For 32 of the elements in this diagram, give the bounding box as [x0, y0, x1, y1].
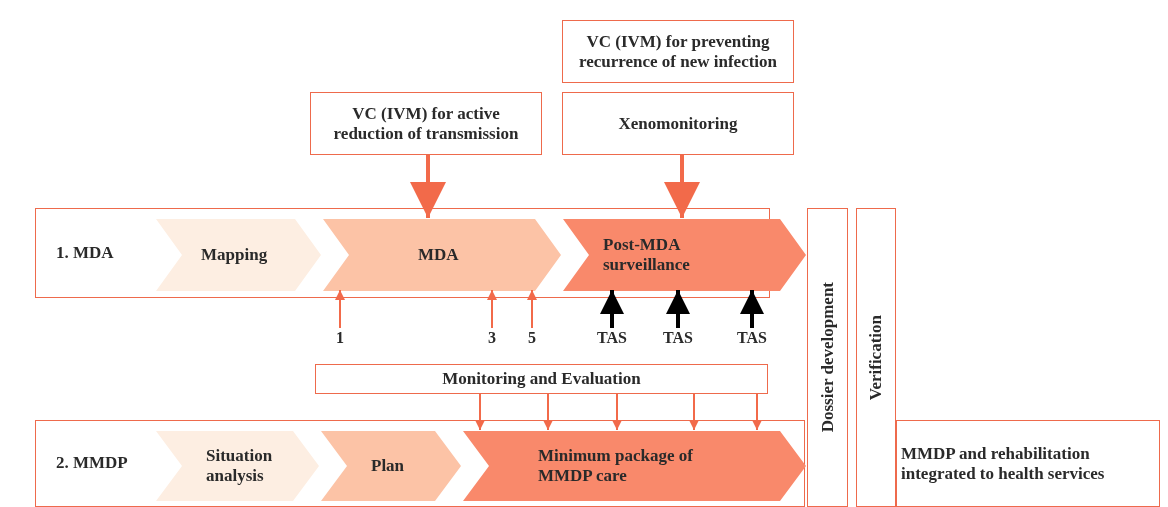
phase-band: 2. MMDP Situation analysis Plan Minimum package of MMDP care: [35, 420, 805, 507]
phase-step: Post-MDA surveillance: [563, 219, 806, 291]
outcome-box: MMDP and rehabilitation integrated to health services: [896, 420, 1160, 507]
phase-step: Minimum package of MMDP care: [463, 431, 806, 501]
phase-step: Situation analysis: [156, 431, 319, 501]
arrow: [527, 289, 537, 329]
phase-step: Plan: [321, 431, 461, 501]
timepoint-label: 3: [482, 328, 502, 348]
timepoint-label: TAS: [658, 328, 698, 348]
arrow: [752, 393, 762, 431]
activity-box: Dossier development: [807, 208, 848, 507]
arrow: [543, 393, 553, 431]
activity-box: Monitoring and Evaluation: [315, 364, 768, 394]
activity-box: Xenomonitoring: [562, 92, 794, 155]
phase-step: MDA: [323, 219, 561, 291]
activity-box: VC (IVM) for preventing recurrence of new infection: [562, 20, 794, 83]
activity-box: VC (IVM) for active reduction of transmission: [310, 92, 542, 155]
arrow: [612, 393, 622, 431]
timepoint-label: 1: [330, 328, 350, 348]
arrow: [689, 393, 699, 431]
arrow: [666, 290, 690, 328]
arrow: [664, 155, 700, 218]
phase-step: Mapping: [156, 219, 321, 291]
arrow: [487, 289, 497, 329]
timepoint-label: TAS: [732, 328, 772, 348]
activity-box: Verification: [856, 208, 896, 507]
arrow: [600, 290, 624, 328]
arrow: [335, 289, 345, 329]
timepoint-label: 5: [522, 328, 542, 348]
timepoint-label: TAS: [592, 328, 632, 348]
arrow: [410, 155, 446, 218]
arrow: [475, 393, 485, 431]
